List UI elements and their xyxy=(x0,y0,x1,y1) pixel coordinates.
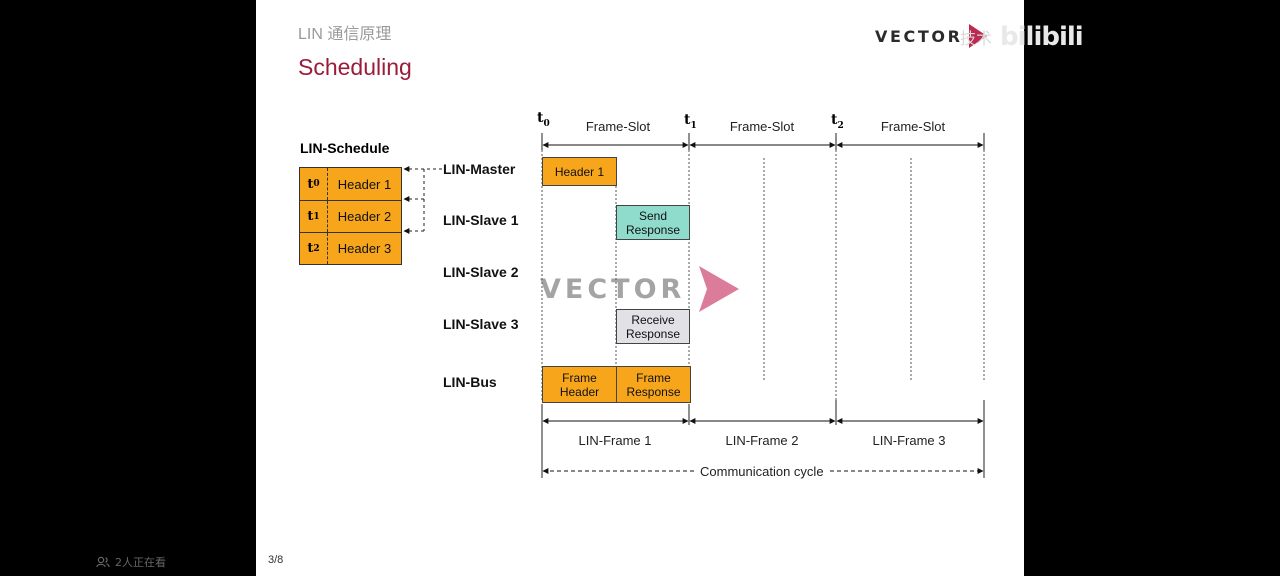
frame-separators xyxy=(541,400,985,478)
vector-logo-text: VECTOR xyxy=(875,26,963,46)
time-t2: t2 xyxy=(831,112,844,131)
lin-schedule-title: LIN-Schedule xyxy=(300,140,390,156)
schedule-header: Header 1 xyxy=(337,176,392,192)
vector-logo: VECTOR xyxy=(875,24,987,48)
box-header-1: Header 1 xyxy=(542,157,617,186)
viewer-count: 2人正在看 xyxy=(96,554,166,570)
viewer-count-text: 2人正在看 xyxy=(115,556,166,569)
node-lin-slave-3: LIN-Slave 3 xyxy=(443,316,519,332)
frame-slot-label: Frame-Slot xyxy=(880,119,946,134)
communication-cycle-label: Communication cycle xyxy=(696,464,828,479)
lin-frame-2-label: LIN-Frame 2 xyxy=(725,433,799,448)
frame-slot-label: Frame-Slot xyxy=(585,119,651,134)
watermark-text: VECTOR xyxy=(540,273,686,305)
bilibili-watermark: 技术 bilibili xyxy=(960,22,1084,52)
node-lin-slave-1: LIN-Slave 1 xyxy=(443,212,519,228)
schedule-header: Header 3 xyxy=(337,241,392,256)
slot-guides xyxy=(541,150,985,400)
vector-chevron-icon xyxy=(968,24,987,48)
lin-frame-1-label: LIN-Frame 1 xyxy=(578,433,652,448)
vector-watermark: VECTOR xyxy=(540,266,740,312)
slide-title: Scheduling xyxy=(298,54,412,80)
time-t0: t0 xyxy=(537,110,550,129)
node-lin-bus: LIN-Bus xyxy=(443,374,497,390)
schedule-connectors xyxy=(403,166,442,234)
schedule-header: Header 2 xyxy=(337,209,392,224)
bilibili-logo: bilibili xyxy=(1000,22,1084,52)
page-number: 3/8 xyxy=(268,554,284,566)
slide-subtitle: LIN 通信原理 xyxy=(298,26,392,43)
frame-slot-label: Frame-Slot xyxy=(729,119,795,134)
lin-frame-3-label: LIN-Frame 3 xyxy=(872,433,946,448)
viewers-icon xyxy=(96,556,110,568)
time-markers xyxy=(541,133,985,150)
watermark-chevron-icon xyxy=(699,266,740,312)
time-t1: t1 xyxy=(684,112,697,131)
slide: LIN 通信原理 Scheduling VECTOR LIN-Schedule … xyxy=(256,0,1024,576)
channel-tech-text: 技术 xyxy=(960,29,993,48)
node-lin-master: LIN-Master xyxy=(443,161,516,177)
node-lin-slave-2: LIN-Slave 2 xyxy=(443,264,519,280)
diagram-lines xyxy=(403,133,985,478)
